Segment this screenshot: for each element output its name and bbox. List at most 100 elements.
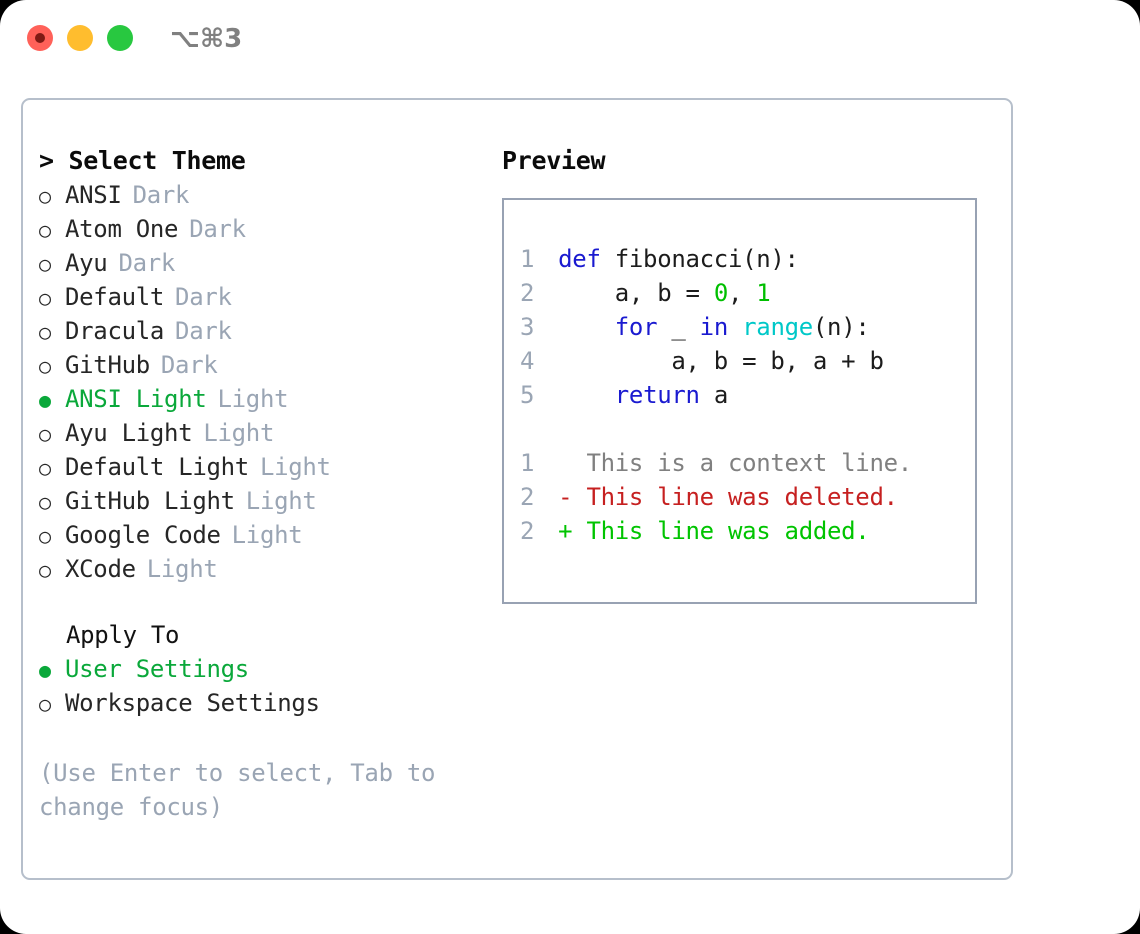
- select-theme-heading: > Select Theme: [39, 146, 246, 175]
- theme-option-label: ANSI Light: [65, 385, 207, 413]
- theme-option-variant-tag: Dark: [189, 215, 246, 243]
- theme-option-label: Default Light: [65, 453, 249, 481]
- title-bar: ⌥⌘3: [0, 0, 1140, 78]
- code-line: 4 a, b = b, a + b: [520, 344, 975, 378]
- minimize-icon[interactable]: [67, 25, 93, 51]
- diff-line-add: 2 + This line was added.: [520, 514, 975, 548]
- theme-option-variant-tag: Dark: [118, 249, 176, 277]
- code-token: 0: [713, 279, 728, 307]
- diff-sample: 1 This is a context line.2 - This line w…: [520, 446, 975, 548]
- radio-unselected-icon: ○: [39, 558, 51, 582]
- code-token: [558, 313, 615, 341]
- radio-selected-icon: ●: [39, 388, 51, 412]
- code-token: _: [657, 313, 700, 341]
- line-number: 2: [520, 279, 535, 307]
- preview-column: Preview 1 def fibonacci(n):2 a, b = 0, 1…: [502, 144, 992, 604]
- theme-option-variant-tag: Dark: [160, 351, 218, 379]
- code-token: def: [558, 245, 601, 273]
- theme-option-label: Ayu: [65, 249, 108, 277]
- radio-unselected-icon: ○: [39, 490, 51, 514]
- preview-heading: Preview: [502, 146, 606, 175]
- apply-to-list: ● User Settings ○Workspace Settings: [39, 652, 479, 720]
- code-token: [558, 381, 615, 409]
- apply-to-option-workspace-settings[interactable]: ○Workspace Settings: [39, 686, 479, 720]
- theme-option-variant-tag: Light: [259, 453, 331, 481]
- radio-unselected-icon: ○: [39, 692, 51, 716]
- theme-option-label: ANSI: [65, 181, 122, 209]
- apply-to-option-user-settings[interactable]: ● User Settings: [39, 652, 479, 686]
- theme-option-variant-tag: Dark: [175, 317, 232, 345]
- code-token: a: [699, 381, 728, 409]
- keyboard-hint-text: (Use Enter to select, Tab to change focu…: [39, 759, 436, 821]
- theme-option-label: XCode: [65, 555, 136, 583]
- radio-unselected-icon: ○: [39, 524, 51, 548]
- radio-unselected-icon: ○: [39, 286, 51, 310]
- code-token: ,: [727, 279, 757, 307]
- code-line: 5 return a: [520, 378, 975, 412]
- diff-line-text: + This line was added.: [558, 517, 870, 545]
- radio-unselected-icon: ○: [39, 320, 51, 344]
- apply-to-option-label: User Settings: [65, 655, 249, 683]
- theme-option-ayu-light[interactable]: ○ Ayu Light Light: [39, 416, 479, 450]
- theme-option-label: Google Code: [65, 521, 221, 549]
- close-icon[interactable]: [27, 25, 53, 51]
- line-number: 3: [520, 313, 535, 341]
- theme-option-variant-tag: Light: [146, 555, 218, 583]
- code-token: [728, 313, 742, 341]
- preview-spacer: [520, 412, 975, 446]
- code-token: return: [614, 381, 700, 409]
- diff-line-text: - This line was deleted.: [558, 483, 898, 511]
- theme-option-xcode[interactable]: ○ XCode Light: [39, 552, 479, 586]
- traffic-light-group: [27, 25, 133, 51]
- code-token: a, b = b, a + b: [558, 347, 884, 375]
- theme-option-github-light[interactable]: ○ GitHub Light Light: [39, 484, 479, 518]
- apply-to-heading: Apply To: [66, 621, 180, 649]
- maximize-icon[interactable]: [107, 25, 133, 51]
- theme-option-variant-tag: Light: [245, 487, 317, 515]
- theme-option-label: GitHub: [65, 351, 150, 379]
- theme-option-variant-tag: Light: [217, 385, 289, 413]
- theme-option-variant-tag: Light: [231, 521, 303, 549]
- theme-option-label: Atom One: [65, 215, 179, 243]
- theme-option-github[interactable]: ○ GitHub Dark: [39, 348, 479, 382]
- code-token: fibonacci(n):: [600, 245, 799, 273]
- diff-line-del: 2 - This line was deleted.: [520, 480, 975, 514]
- diff-line-context: 1 This is a context line.: [520, 446, 975, 480]
- theme-option-label: Dracula: [65, 317, 165, 345]
- theme-option-label: GitHub Light: [65, 487, 235, 515]
- code-token: a, b =: [558, 279, 714, 307]
- line-number: 2: [520, 517, 535, 545]
- theme-option-label: Default: [65, 283, 165, 311]
- radio-unselected-icon: ○: [39, 422, 51, 446]
- line-number: 1: [520, 449, 535, 477]
- theme-option-variant-tag: Dark: [175, 283, 232, 311]
- theme-option-dracula[interactable]: ○ Dracula Dark: [39, 314, 479, 348]
- code-token: range: [742, 313, 813, 341]
- code-token: for: [614, 313, 658, 341]
- code-token: in: [699, 313, 729, 341]
- radio-unselected-icon: ○: [39, 354, 51, 378]
- radio-selected-icon: ●: [39, 658, 51, 682]
- theme-option-ansi-light[interactable]: ● ANSI Light Light: [39, 382, 479, 416]
- theme-option-google-code[interactable]: ○ Google Code Light: [39, 518, 479, 552]
- theme-option-variant-tag: Light: [203, 419, 275, 447]
- theme-option-variant-tag: Dark: [132, 181, 190, 209]
- theme-option-default[interactable]: ○ Default Dark: [39, 280, 479, 314]
- line-number: 1: [520, 245, 535, 273]
- code-token: 1: [756, 279, 771, 307]
- code-line: 2 a, b = 0, 1: [520, 276, 975, 310]
- apply-to-section: Apply To ● User Settings ○Workspace Settin…: [39, 618, 479, 720]
- theme-option-label: Ayu Light: [65, 419, 193, 447]
- code-line: 1 def fibonacci(n):: [520, 242, 975, 276]
- code-token: (n):: [812, 313, 870, 341]
